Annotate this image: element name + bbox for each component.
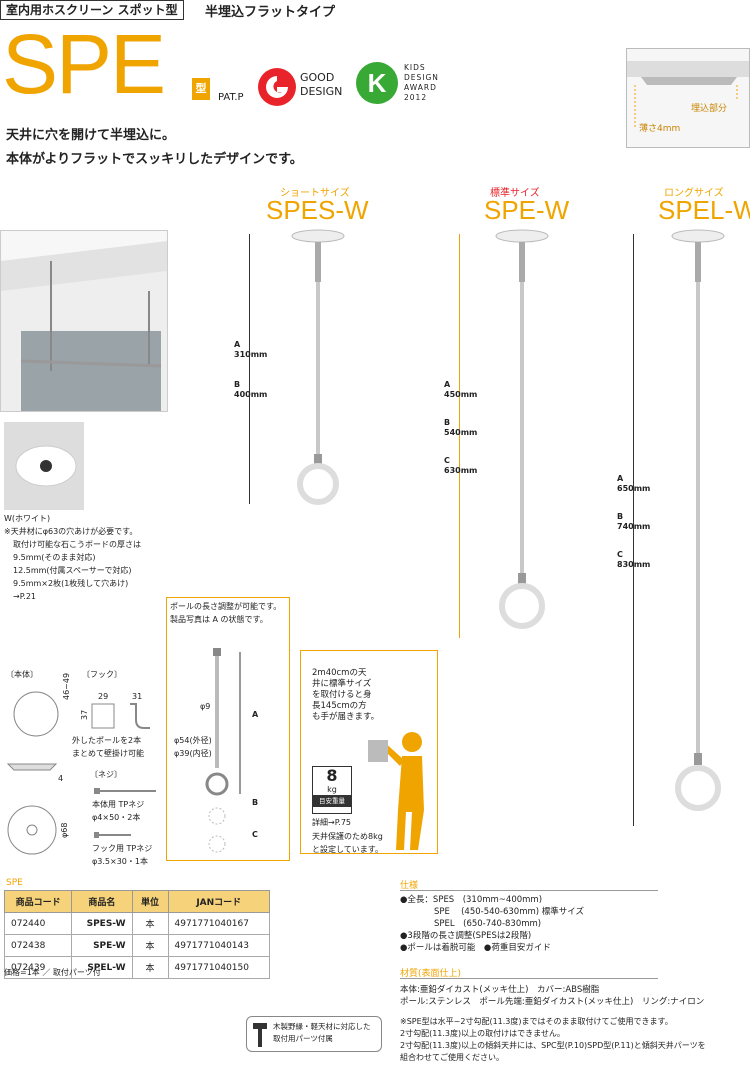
good-design-icon [258, 68, 296, 106]
th-name: 商品名 [71, 890, 133, 913]
th-unit: 単位 [131, 890, 169, 913]
buried-label: 埋込部分 [691, 104, 728, 114]
hook-note: 外したポールを2本まとめて壁掛け可能 [72, 736, 144, 758]
screw-hook-icon [94, 832, 131, 838]
table-section: SPE [6, 878, 23, 888]
pole-letter-a: A [252, 710, 259, 719]
person-note: 2m40cmの天井に標準サイズを取付けると身長145cmの方も手が届きます。 [312, 668, 380, 722]
body-title: 〔本体〕 [6, 670, 38, 679]
wood-parts-badge: 木製野縁・軽天材に対応した取付用パーツ付属 [246, 1016, 382, 1052]
body-topview-icon [13, 691, 59, 737]
dim-68: φ68 [60, 822, 69, 838]
pole-spes-image [291, 229, 345, 505]
screw-body-icon [94, 788, 156, 794]
size-label-short: ショートサイズ [280, 188, 350, 199]
closeup-photo [4, 422, 84, 510]
dim-54-39: φ54(外径)φ39(内径) [174, 736, 212, 758]
product-logo: SPE [2, 17, 166, 111]
th-jan: JANコード [167, 890, 271, 913]
dim-31: 31 [132, 692, 143, 701]
kata-badge: 型 [192, 78, 210, 100]
dim-46-49: 46~49 [62, 672, 71, 700]
dim-line-spe [459, 234, 460, 638]
product-name-spes: SPES-W [266, 195, 369, 225]
pole-letter-c: C [252, 830, 258, 839]
material-divider [400, 978, 658, 979]
patent-label: PAT.P [218, 92, 244, 103]
kids-design-icon: K [356, 62, 398, 104]
pole-adjust-box [166, 597, 290, 861]
subtitle: 半埋込フラットタイプ [205, 5, 336, 20]
price-note: 価格=1本 ／ 取付パーツ付 [4, 968, 101, 977]
color-note: W(ホワイト) ※天井材にφ63の穴あけが必要です。 取付け可能な石こうボードの… [4, 514, 141, 601]
dim-line-spes [249, 234, 250, 504]
spec-notes: ※SPE型は水平~2寸勾配(11.3度)まではそのまま取付けてご使用できます。2… [400, 1017, 706, 1062]
pole-adjust-note: ポールの長さ調整が可能です。製品写真は A の状態です。 [170, 602, 282, 624]
product-name-spel: SPEL-W [658, 195, 750, 225]
pole-diagram-icon [205, 648, 241, 853]
install-inset: 埋込部分 薄さ4mm [626, 48, 750, 148]
pole-spe-image [495, 229, 549, 629]
size-label-long: ロングサイズ [664, 188, 724, 199]
weight-icon: 8 kg 目安重量 [312, 766, 352, 814]
weight-detail: 詳細→P.75 [312, 818, 352, 827]
dim-29: 29 [98, 692, 109, 701]
pole-letter-b: B [252, 798, 259, 807]
category-badge: 室内用ホスクリーン スポット型 [0, 0, 184, 20]
th-code: 商品コード [3, 890, 73, 913]
material-title: 材質(表面仕上) [400, 969, 462, 979]
body-sideview-icon [6, 763, 58, 771]
room-photo [0, 230, 168, 412]
spec-title: 仕様 [400, 881, 419, 891]
product-name-spe: SPE-W [484, 195, 570, 225]
dim-4: 4 [58, 774, 64, 783]
hook-icon [91, 703, 150, 729]
wood-screw-icon [253, 1023, 267, 1047]
material-list: 本体:亜鉛ダイカスト(メッキ仕上) カバー:ABS樹脂ポール:ステンレス ポール… [400, 985, 705, 1007]
screw-title: 〔ネジ〕 [90, 770, 122, 779]
dim-9: φ9 [200, 702, 211, 711]
person-icon [368, 732, 424, 850]
thin-label: 薄さ4mm [639, 124, 681, 134]
hook-title: 〔フック〕 [82, 670, 122, 679]
spec-divider [400, 890, 658, 891]
person-box [300, 650, 438, 854]
body-bottom-icon [7, 805, 57, 855]
intro-text: 天井に穴を開けて半埋込に。 本体がよりフラットでスッキリしたデザインです。 [6, 128, 303, 167]
size-label-standard: 標準サイズ [490, 188, 540, 199]
spec-list: ●全長：SPES (310mm~400mm) SPE (450-540-630m… [400, 895, 585, 953]
pole-spel-image [671, 229, 725, 811]
dim-line-spel [633, 234, 634, 826]
